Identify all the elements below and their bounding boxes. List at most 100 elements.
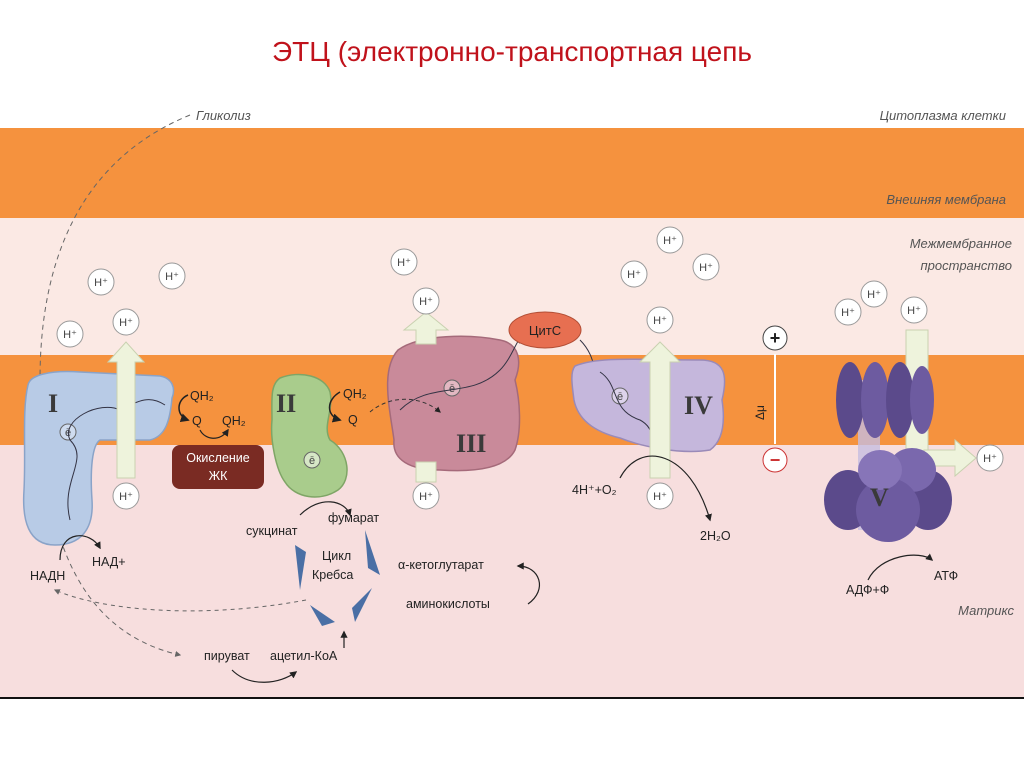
- atp-synthase-head: [856, 478, 920, 542]
- complex-iv-label: IV: [684, 391, 713, 420]
- h-plus-label: H⁺: [165, 271, 179, 283]
- electron-ii-label: ē: [309, 455, 315, 467]
- atp-arrow: [867, 553, 934, 581]
- complex-i: [22, 370, 175, 546]
- atp-synthase-rotor: [836, 362, 864, 438]
- h-plus-label: H⁺: [397, 257, 411, 269]
- cytc-label: ЦитС: [529, 323, 561, 338]
- fa-oxidation-label-2: ЖК: [209, 469, 229, 483]
- krebs-arrow: [352, 588, 372, 622]
- krebs-dashed: [53, 589, 307, 612]
- qh2-label-ii: QH₂: [343, 387, 367, 401]
- krebs-label-2: Кребса: [312, 568, 353, 582]
- krebs-to-ii-arrow: [299, 501, 352, 517]
- h-plus-label: H⁺: [653, 491, 667, 503]
- adp-label: АДФ+Ф: [846, 583, 889, 597]
- h-plus-circle: [87, 268, 115, 296]
- h-plus-circle: [620, 260, 648, 288]
- proton-arrow-iv: [638, 341, 682, 479]
- q-cycle-arrow: [178, 394, 190, 422]
- minus-sign: [762, 447, 788, 473]
- h-plus-label: H⁺: [699, 262, 713, 274]
- electron-iii-label: ē: [449, 383, 455, 395]
- intermembrane-label-1: Межмембранное: [910, 236, 1012, 251]
- fa-oxidation-box: [172, 445, 264, 489]
- h-plus-label: H⁺: [119, 491, 133, 503]
- h-plus-label: H⁺: [867, 289, 881, 301]
- h-plus-label: H⁺: [419, 296, 433, 308]
- h-plus-circle: [692, 253, 720, 281]
- krebs-label-1: Цикл: [322, 549, 351, 563]
- nadh-arrow: [59, 535, 101, 561]
- complex-v-label: V: [870, 483, 889, 512]
- h-plus-circle: [646, 306, 674, 334]
- h-plus-circle: [390, 248, 418, 276]
- h-plus-circle: [646, 482, 674, 510]
- electron-path-i: [67, 399, 166, 521]
- akg-label: α-кетоглутарат: [398, 558, 484, 572]
- complex-ii-label: II: [276, 389, 296, 418]
- complex-i-label: I: [48, 389, 58, 418]
- matrix-label: Матрикс: [958, 603, 1014, 618]
- h-plus-label: H⁺: [627, 269, 641, 281]
- h-plus-circle: [56, 320, 84, 348]
- minus-label: −: [770, 450, 781, 470]
- atp-synthase-rotor: [861, 362, 889, 438]
- fumarate-label: фумарат: [328, 511, 379, 525]
- outer-membrane-label: Внешняя мембрана: [886, 192, 1006, 207]
- h-plus-circle: [900, 296, 928, 324]
- h-plus-label: H⁺: [841, 307, 855, 319]
- proton-arrow-iii: [402, 311, 450, 345]
- succinate-label: сукцинат: [246, 524, 298, 538]
- krebs-arrow: [295, 545, 306, 590]
- h-plus-label: H⁺: [983, 453, 997, 465]
- krebs-arrow: [365, 530, 380, 575]
- glycolysis-label: Гликолиз: [196, 108, 251, 123]
- plus-sign: [762, 325, 788, 351]
- atp-synthase-head: [858, 450, 902, 490]
- electron-iv-label: ē: [617, 391, 623, 403]
- h-plus-circle: [158, 262, 186, 290]
- proton-arrow-i: [106, 341, 146, 479]
- h-plus-label: H⁺: [119, 317, 133, 329]
- q-arrow-2: [199, 428, 229, 439]
- h-plus-circle: [656, 226, 684, 254]
- proton-arrow-iii-bottom: [415, 461, 437, 483]
- water-arrow: [619, 455, 712, 522]
- h-plus-circle: [976, 444, 1004, 472]
- complex-iii-label: III: [456, 429, 486, 458]
- cytc: [508, 311, 582, 349]
- atp-synthase-rotor: [886, 362, 914, 438]
- h-plus-circle: [834, 298, 862, 326]
- q-label-ii: Q: [348, 413, 358, 427]
- nad-label: НАД+: [92, 555, 126, 569]
- h-plus-circle: [112, 308, 140, 336]
- electron-path-iii: [399, 337, 521, 411]
- krebs-arrow: [310, 605, 335, 626]
- h-plus-circle: [412, 287, 440, 315]
- o2-label: 4H⁺+O₂: [572, 483, 617, 497]
- water-label: 2H₂O: [700, 529, 731, 543]
- outer-membrane: [0, 128, 1024, 218]
- pyruvate-label: пируват: [204, 649, 250, 663]
- h-plus-circle: [112, 482, 140, 510]
- electron-ii: [303, 451, 321, 469]
- h-plus-label: H⁺: [663, 235, 677, 247]
- complex-iii: [386, 335, 521, 472]
- h-plus-label: H⁺: [94, 277, 108, 289]
- acetylcoa-label: ацетил-КоА: [270, 649, 338, 663]
- amino-arrow: [516, 562, 540, 605]
- complex-ii: [270, 373, 348, 498]
- h-plus-label: H⁺: [419, 491, 433, 503]
- cytoplasm-label: Цитоплазма клетки: [880, 108, 1006, 123]
- fa-oxidation-label-1: Окисление: [186, 451, 250, 465]
- q-cycle-arrow-ii: [328, 391, 342, 423]
- h-plus-label: H⁺: [907, 305, 921, 317]
- h-plus-label: H⁺: [653, 315, 667, 327]
- h-plus-circle: [412, 482, 440, 510]
- h-plus-circle: [860, 280, 888, 308]
- q-dashed-arrow: [369, 398, 441, 413]
- atp-label: АТФ: [934, 569, 958, 583]
- nadh-label: НАДН: [30, 569, 65, 583]
- qh2-label-2: QH₂: [222, 414, 246, 428]
